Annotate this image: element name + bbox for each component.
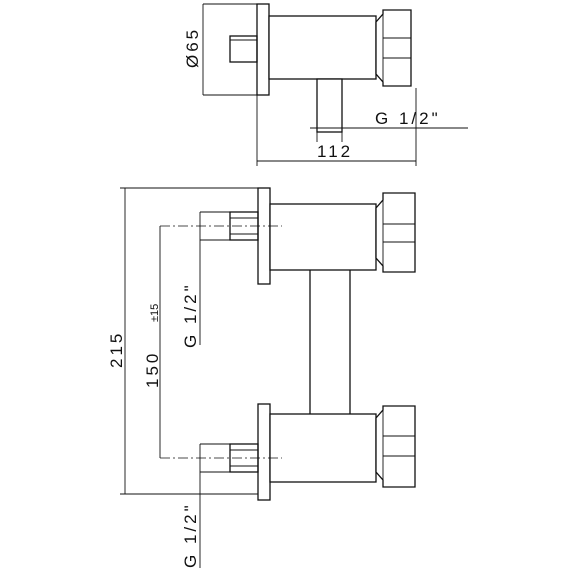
top-outlet-pipe	[316, 78, 343, 133]
top-square-inlet	[229, 35, 258, 63]
upper-valve-body	[269, 203, 377, 271]
diameter-label: Ø65	[183, 27, 202, 68]
lower-valve-body	[269, 413, 377, 483]
lower-wall-plate	[257, 403, 271, 501]
height-label: 215	[107, 331, 126, 368]
top-handle	[375, 9, 412, 87]
upper-handle	[375, 192, 416, 273]
thread-top-label: G 1/2"	[375, 109, 441, 128]
depth-label: 112	[317, 142, 353, 161]
lower-handle	[375, 405, 416, 488]
upper-wall-plate	[257, 187, 271, 285]
spacing-tolerance-label: ±15	[149, 304, 161, 322]
spacing-label: 150	[143, 351, 162, 388]
side-view: 215 150 ±15 G 1/2" G 1/2"	[107, 187, 416, 568]
top-valve-body	[268, 15, 377, 80]
top-wall-plate	[256, 3, 270, 96]
thread-upper-label: G 1/2"	[181, 282, 200, 348]
top-view: Ø65 G 1/2" 112	[183, 3, 468, 166]
vertical-bar	[309, 259, 351, 429]
thread-lower-label: G 1/2"	[181, 502, 200, 568]
